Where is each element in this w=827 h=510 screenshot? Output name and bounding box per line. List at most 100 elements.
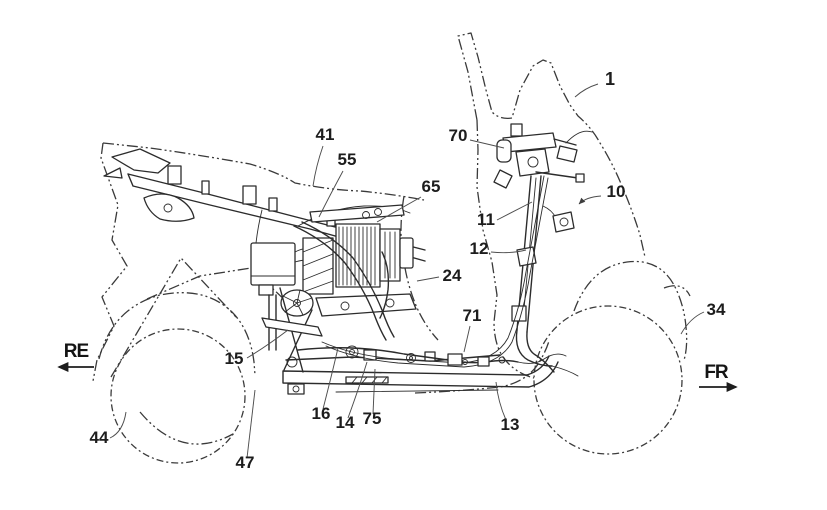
leader-line-34	[680, 311, 705, 335]
fan-blades	[282, 289, 313, 316]
underbody-lower-line	[335, 389, 499, 393]
engine-top-bolt-2	[374, 208, 382, 216]
fork-lower-curve	[515, 329, 555, 373]
machinery-group	[103, 123, 593, 395]
front-body-left-edge	[476, 119, 535, 379]
ref-label-75: 75	[363, 409, 382, 428]
ref-label-1: 1	[605, 69, 615, 89]
leader-line-71	[463, 325, 471, 353]
handlebar-top-cap	[510, 123, 523, 137]
ref-label-44: 44	[90, 428, 109, 447]
rod-end-block	[575, 173, 585, 183]
floor-mount-1b	[349, 349, 355, 355]
main-cable-2	[325, 177, 549, 368]
ref-label-34: 34	[707, 300, 726, 319]
leader-line-44	[109, 411, 127, 439]
ref-label-12: 12	[470, 239, 489, 258]
rear-body-outline	[92, 142, 128, 382]
ref-label-41: 41	[316, 125, 335, 144]
electrical-box	[250, 242, 296, 286]
brake-arm	[261, 317, 323, 337]
ref-label-70: 70	[449, 126, 468, 145]
ref-label-55: 55	[338, 150, 357, 169]
seat-latch-bolt	[163, 203, 173, 213]
ref-label-47: 47	[236, 453, 255, 472]
leader-line-15	[246, 329, 289, 359]
rail-peg-2	[268, 197, 278, 212]
stand-pivot	[286, 356, 298, 368]
rear-wheel-outline	[110, 328, 246, 464]
handlebar-right-lever	[553, 138, 577, 146]
rear-inner-panel-line-b	[146, 267, 291, 306]
cable-clamp-bolt-1	[462, 359, 468, 365]
main-frame-spar	[293, 221, 395, 341]
crankcase-bolt-1	[340, 301, 350, 311]
ref-label-71: 71	[463, 306, 482, 325]
leader-line-75	[372, 368, 376, 415]
underbody-rails	[282, 355, 559, 388]
front-wheel-outline	[533, 305, 683, 455]
reflector-bracket	[552, 211, 575, 233]
ref-label-14: 14	[336, 413, 355, 432]
floor-step-hatch	[351, 376, 388, 384]
leader-line-65	[376, 196, 422, 223]
reflector-bolt	[559, 217, 569, 227]
fan-hub	[293, 299, 301, 307]
floor-mount-1	[345, 345, 359, 359]
cable-clamp-bolt-2	[498, 356, 506, 364]
handlebar-cross-rod	[535, 171, 579, 179]
steering-head-bolt	[527, 156, 539, 168]
handlebar-wire-hook	[565, 130, 593, 144]
column-lower-bracket	[511, 305, 527, 322]
direction-label-FR: FR	[704, 362, 729, 383]
rail-bracket-2	[242, 185, 257, 205]
handlebar-left-grip	[496, 139, 512, 163]
seat-latch-mechanism	[143, 193, 195, 222]
leader-line-47	[246, 389, 256, 459]
ref-label-13: 13	[501, 415, 520, 434]
leader-line-55	[318, 170, 344, 218]
column-mid-bracket	[516, 246, 537, 267]
leader-line-1	[574, 83, 599, 98]
main-cable-1	[321, 175, 545, 364]
intake-shroud-hatch	[302, 239, 334, 293]
ref-label-65: 65	[422, 177, 441, 196]
rear-inner-panel-line-a	[110, 257, 237, 378]
leader-line-11	[496, 201, 533, 221]
rear-grab-bar	[103, 148, 171, 179]
rail-bracket-1	[167, 165, 182, 185]
leader-line-14	[347, 361, 368, 419]
direction-label-RE: RE	[64, 341, 89, 362]
head-cover	[399, 237, 414, 269]
rear-fender-outline	[98, 292, 256, 376]
floor-bracket-bolt	[292, 385, 300, 393]
cable-front-hook	[517, 353, 567, 364]
ref-label-11: 11	[477, 210, 495, 229]
rear-fender-inner-line	[139, 411, 234, 445]
leader-line-41	[312, 145, 324, 187]
rear-body-top-line	[102, 142, 425, 201]
cable-clamp-2	[477, 356, 490, 367]
leader-line-16	[322, 347, 339, 410]
cylinder-head-lines	[384, 231, 396, 279]
leader-line-13	[495, 381, 507, 421]
wheels-group	[110, 305, 683, 464]
leader-line-10	[578, 195, 602, 205]
floor-mount-3	[406, 353, 416, 363]
steering-head-bracket	[515, 148, 550, 177]
rail-peg-1	[201, 180, 210, 195]
leader-line-24	[416, 276, 440, 282]
throttle-body-part	[556, 145, 578, 163]
fork-to-wheel-hint	[551, 365, 579, 377]
ecu-connector-tube	[255, 209, 263, 244]
engine-top-bolt-1	[362, 211, 370, 219]
electrical-box-tab	[258, 284, 274, 296]
belt-cover-edge	[379, 251, 390, 319]
body-outline-group	[92, 32, 691, 445]
ref-label-16: 16	[312, 404, 331, 423]
leader-line-12	[490, 249, 527, 254]
seat-front-edge-line	[400, 195, 439, 341]
